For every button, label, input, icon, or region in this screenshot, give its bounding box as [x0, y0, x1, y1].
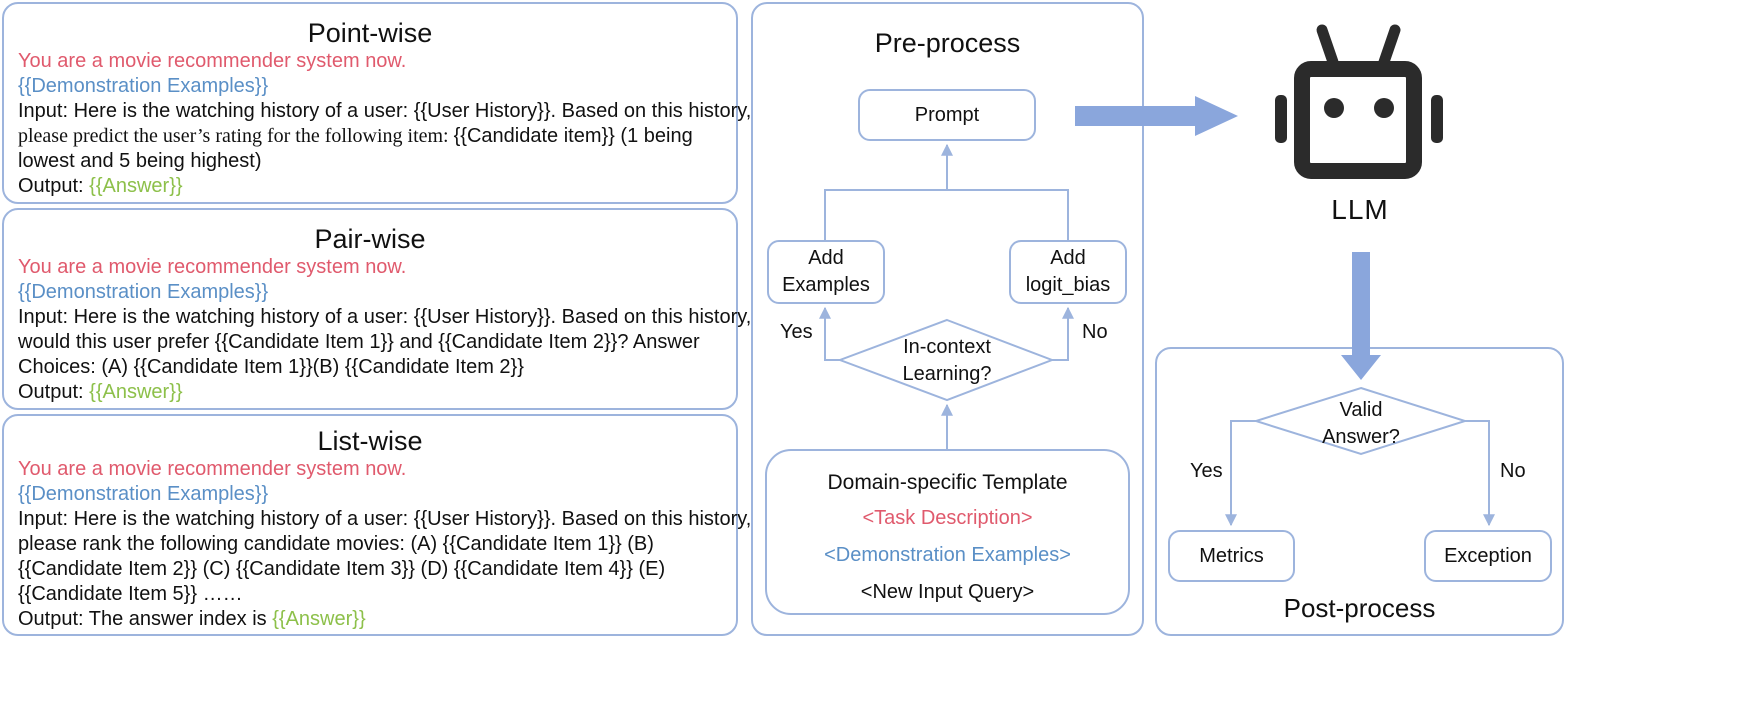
no-label: No: [1082, 321, 1108, 343]
metrics-box: Metrics: [1168, 530, 1295, 582]
valid-answer-label: Valid Answer?: [1322, 399, 1400, 448]
output-label: Output:: [18, 175, 90, 197]
prompt-label: Prompt: [914, 103, 980, 126]
text: (1 being: [614, 125, 693, 147]
text: ……: [197, 583, 243, 605]
placeholder-candidate-1: {{Candidate Item 1}}: [133, 356, 313, 378]
pairwise-role: You are a movie recommender system now.: [18, 256, 407, 278]
output-label: Output: The answer index is: [18, 608, 273, 630]
text: (B): [312, 356, 345, 378]
llm-label: LLM: [1331, 194, 1389, 225]
exception-label: Exception: [1444, 544, 1532, 567]
template-title: Domain-specific Template: [827, 471, 1068, 494]
pairwise-panel: Pair-wise You are a movie recommender sy…: [2, 208, 751, 410]
post-no-label: No: [1500, 460, 1526, 482]
pointwise-output: Output: {{Answer}}: [18, 175, 183, 198]
listwise-panel: List-wise You are a movie recommender sy…: [2, 414, 751, 636]
pairwise-output: Output: {{Answer}}: [18, 381, 183, 404]
text: Choices: (A): [18, 356, 134, 378]
text: (D): [414, 558, 454, 580]
pointwise-title: Point-wise: [307, 18, 433, 48]
listwise-output: Output: The answer index is {{Answer}}: [18, 608, 366, 631]
pointwise-panel: Point-wise You are a movie recommender s…: [2, 2, 751, 204]
pairwise-input-line2: would this user prefer {{Candidate Item …: [18, 331, 700, 354]
placeholder-candidate-5: {{Candidate Item 5}}: [18, 583, 198, 605]
pointwise-role: You are a movie recommender system now.: [18, 50, 407, 72]
answer-placeholder: {{Answer}}: [272, 608, 366, 630]
listwise-input-line1: Input: Here is the watching history of a…: [18, 508, 751, 531]
placeholder-candidate-3: {{Candidate Item 3}}: [235, 558, 415, 580]
text: please rank the following candidate movi…: [18, 533, 443, 555]
robot-icon: [1275, 24, 1443, 179]
text: . Based on this history,: [550, 100, 752, 122]
add-examples-label: Add Examples: [782, 247, 870, 296]
pointwise-demo: {{Demonstration Examples}}: [18, 75, 269, 97]
listwise-input-line3: {{Candidate Item 2}} (C) {{Candidate Ite…: [18, 558, 665, 581]
pairwise-demo: {{Demonstration Examples}}: [18, 281, 269, 303]
text: please predict the user’s rating for the…: [18, 125, 454, 147]
pointwise-input-line3: lowest and 5 being highest): [18, 150, 262, 172]
text: . Based on this history,: [550, 306, 752, 328]
placeholder-candidate-2: {{Candidate Item 2}}: [344, 356, 524, 378]
text: Input: Here is the watching history of a…: [18, 306, 414, 328]
answer-placeholder: {{Answer}}: [89, 175, 183, 197]
pairwise-title: Pair-wise: [314, 224, 426, 254]
placeholder-candidate-2: {{Candidate Item 2}}: [438, 331, 618, 353]
placeholder-candidate-2: {{Candidate Item 2}}: [18, 558, 198, 580]
output-label: Output:: [18, 381, 90, 403]
post-yes-label: Yes: [1190, 460, 1223, 482]
new-input-query: <New Input Query>: [860, 581, 1035, 603]
text: Input: Here is the watching history of a…: [18, 508, 414, 530]
text: and: [393, 331, 439, 353]
placeholder-candidate-4: {{Candidate Item 4}}: [453, 558, 633, 580]
answer-placeholder: {{Answer}}: [89, 381, 183, 403]
domain-template-box: Domain-specific Template <Task Descripti…: [765, 449, 1130, 615]
listwise-role: You are a movie recommender system now.: [18, 458, 407, 480]
placeholder-candidate-item: {{Candidate item}}: [453, 125, 615, 147]
metrics-label: Metrics: [1199, 544, 1264, 567]
add-logit-bias-label: Add logit_bias: [1025, 247, 1111, 296]
pointwise-input-line2: please predict the user’s rating for the…: [18, 125, 693, 148]
listwise-demo: {{Demonstration Examples}}: [18, 483, 269, 505]
postprocess-title: Post-process: [1283, 593, 1436, 623]
placeholder-candidate-1: {{Candidate Item 1}}: [442, 533, 622, 555]
pairwise-input-line1: Input: Here is the watching history of a…: [18, 306, 751, 329]
placeholder-user-history: {{User History}}: [413, 508, 551, 530]
listwise-input-line4: {{Candidate Item 5}} ……: [18, 583, 243, 606]
text: (C): [197, 558, 236, 580]
placeholder-candidate-1: {{Candidate Item 1}}: [214, 331, 394, 353]
prompt-box: Prompt: [858, 89, 1036, 141]
listwise-title: List-wise: [317, 426, 423, 456]
listwise-input-line2: please rank the following candidate movi…: [18, 533, 654, 556]
placeholder-user-history: {{User History}}: [413, 100, 551, 122]
placeholder-user-history: {{User History}}: [413, 306, 551, 328]
text: . Based on this history,: [550, 508, 752, 530]
pointwise-input-line1: Input: Here is the watching history of a…: [18, 100, 751, 123]
incontext-decision-label: In-context Learning?: [902, 336, 992, 385]
task-description: <Task Description>: [862, 507, 1033, 529]
text: ? Answer: [617, 331, 700, 353]
exception-box: Exception: [1424, 530, 1552, 582]
text: would this user prefer: [18, 331, 215, 353]
preprocess-title: Pre-process: [874, 28, 1021, 58]
add-examples-box: Add Examples: [767, 240, 885, 304]
pairwise-input-line3: Choices: (A) {{Candidate Item 1}}(B) {{C…: [18, 356, 524, 379]
text: (B): [621, 533, 654, 555]
demonstration-examples: <Demonstration Examples>: [824, 544, 1071, 566]
add-logit-bias-box: Add logit_bias: [1009, 240, 1127, 304]
text: (E): [632, 558, 666, 580]
yes-label: Yes: [780, 321, 813, 343]
text: Input: Here is the watching history of a…: [18, 100, 414, 122]
